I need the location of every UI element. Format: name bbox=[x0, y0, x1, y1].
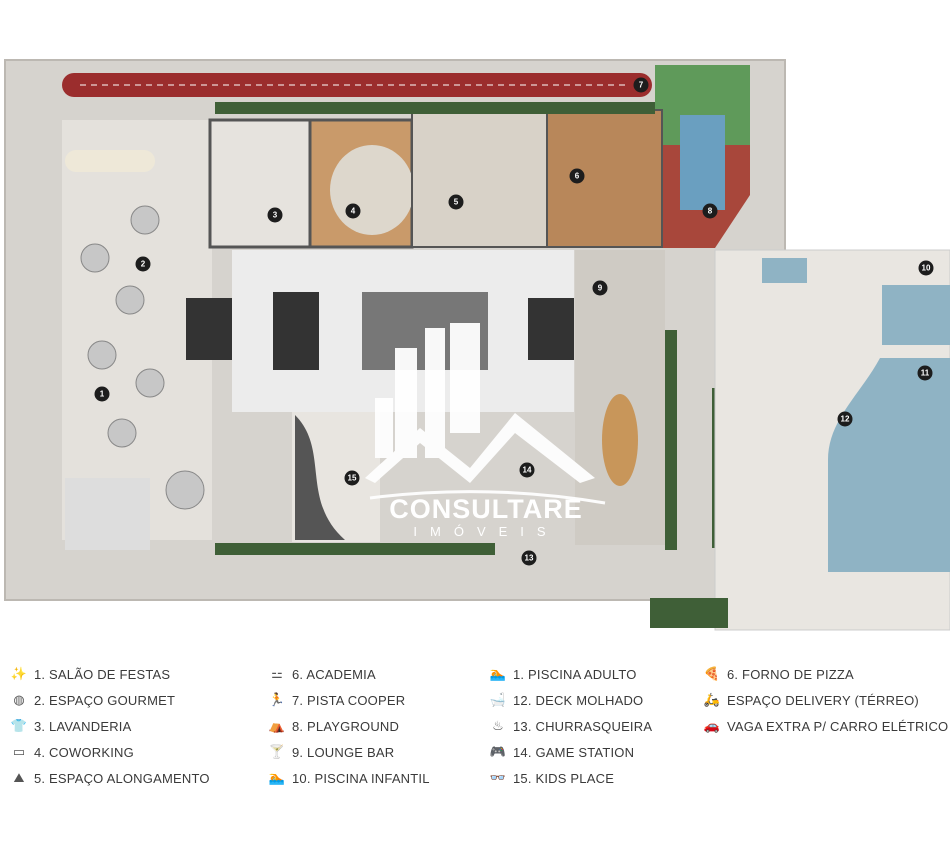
marker-lavanderia: 3 bbox=[267, 207, 283, 223]
deck-icon: 🛁 bbox=[489, 692, 507, 707]
bar-icon: 🍸 bbox=[268, 744, 286, 759]
legend-item: ▭ 4. COWORKING bbox=[10, 743, 134, 761]
marker-game-station: 14 bbox=[519, 462, 535, 478]
kids-icon: 👓 bbox=[489, 770, 507, 785]
legend-label: 13. CHURRASQUEIRA bbox=[513, 718, 653, 734]
watermark-sub: IMÓVEIS bbox=[413, 524, 559, 539]
marker-espaco-gourmet: 2 bbox=[135, 256, 151, 272]
marker-pista-cooper: 7 bbox=[633, 77, 649, 93]
legend-item: 🎮 14. GAME STATION bbox=[489, 743, 634, 761]
legend-item: 🛁 12. DECK MOLHADO bbox=[489, 691, 643, 709]
marker-churrasqueira: 13 bbox=[521, 550, 537, 566]
legend-label: 4. COWORKING bbox=[34, 744, 134, 760]
legend-label: 12. DECK MOLHADO bbox=[513, 692, 644, 708]
plate-icon: ◍ bbox=[13, 692, 25, 707]
legend-item: 🏃 7. PISTA COOPER bbox=[268, 691, 405, 709]
slide-icon: ⛺ bbox=[268, 718, 286, 733]
marker-coworking: 4 bbox=[345, 203, 361, 219]
marker-academia: 6 bbox=[569, 168, 585, 184]
marker-piscina-adulto: 11 bbox=[917, 365, 933, 381]
consultare-logo bbox=[365, 323, 606, 505]
kids-pool bbox=[882, 285, 950, 345]
legend-item: ✨ 1. SALÃO DE FESTAS bbox=[10, 665, 170, 683]
dumbbell-icon: ⚍ bbox=[271, 666, 283, 681]
legend-label: 7. PISTA COOPER bbox=[292, 692, 406, 708]
legend-item: 🛵 ESPAÇO DELIVERY (TÉRREO) bbox=[703, 691, 919, 709]
laptop-icon: ▭ bbox=[12, 744, 26, 759]
gamepad-icon: 🎮 bbox=[489, 744, 507, 759]
legend-label: 1. SALÃO DE FESTAS bbox=[34, 666, 171, 682]
shirt-icon: 👕 bbox=[10, 718, 28, 733]
runner-icon: 🏃 bbox=[268, 692, 286, 707]
legend-item: 🏊 10. PISCINA INFANTIL bbox=[268, 769, 430, 787]
swimmer-icon: 🏊 bbox=[268, 770, 286, 785]
legend-item: ♨ 13. CHURRASQUEIRA bbox=[489, 717, 652, 735]
legend-item: 👓 15. KIDS PLACE bbox=[489, 769, 614, 787]
legend-item: ⚍ 6. ACADEMIA bbox=[268, 665, 376, 683]
marker-lounge-bar: 9 bbox=[592, 280, 608, 296]
legend-label: 8. PLAYGROUND bbox=[292, 718, 400, 734]
marker-espaco-alongamento: 5 bbox=[448, 194, 464, 210]
marker-salao-de-festas: 1 bbox=[94, 386, 110, 402]
legend-label: 6. ACADEMIA bbox=[292, 666, 376, 682]
marker-kids-place: 15 bbox=[344, 470, 360, 486]
stretch-icon: ⛰ bbox=[13, 770, 25, 785]
adult-pool bbox=[828, 358, 950, 572]
watermark-name: CONSULTARE bbox=[389, 494, 583, 524]
legend-item: 🍸 9. LOUNGE BAR bbox=[268, 743, 394, 761]
legend-item: 🚗 VAGA EXTRA P/ CARRO ELÉTRICO ( bbox=[703, 717, 950, 735]
legend-label: VAGA EXTRA P/ CARRO ELÉTRICO ( bbox=[727, 718, 950, 734]
legend-item: ⛰ 5. ESPAÇO ALONGAMENTO bbox=[10, 769, 210, 787]
legend-label: 3. LAVANDERIA bbox=[34, 718, 132, 734]
legend-label: 1. PISCINA ADULTO bbox=[513, 666, 637, 682]
legend-label: 15. KIDS PLACE bbox=[513, 770, 615, 786]
legend-item: 🍕 6. FORNO DE PIZZA bbox=[703, 665, 854, 683]
party-icon: ✨ bbox=[10, 666, 28, 681]
floor-plan bbox=[4, 59, 950, 631]
ev-car-icon: 🚗 bbox=[703, 718, 721, 733]
legend-label: ESPAÇO DELIVERY (TÉRREO) bbox=[727, 692, 919, 708]
legend-item: 🏊 1. PISCINA ADULTO bbox=[489, 665, 637, 683]
legend-item: ⛺ 8. PLAYGROUND bbox=[268, 717, 399, 735]
pizza-icon: 🍕 bbox=[703, 666, 721, 681]
legend-label: 2. ESPAÇO GOURMET bbox=[34, 692, 176, 708]
marker-piscina-infantil: 10 bbox=[918, 260, 934, 276]
grill-icon: ♨ bbox=[492, 718, 504, 733]
legend-item: ◍ 2. ESPAÇO GOURMET bbox=[10, 691, 175, 709]
legend-label: 14. GAME STATION bbox=[513, 744, 635, 760]
legend-item: 👕 3. LAVANDERIA bbox=[10, 717, 132, 735]
legend-label: 5. ESPAÇO ALONGAMENTO bbox=[34, 770, 210, 786]
marker-playground: 8 bbox=[702, 203, 718, 219]
legend-label: 6. FORNO DE PIZZA bbox=[727, 666, 854, 682]
pool-icon: 🏊 bbox=[489, 666, 507, 681]
delivery-icon: 🛵 bbox=[703, 692, 721, 707]
legend-label: 10. PISCINA INFANTIL bbox=[292, 770, 430, 786]
marker-deck-molhado: 12 bbox=[837, 411, 853, 427]
legend-label: 9. LOUNGE BAR bbox=[292, 744, 395, 760]
